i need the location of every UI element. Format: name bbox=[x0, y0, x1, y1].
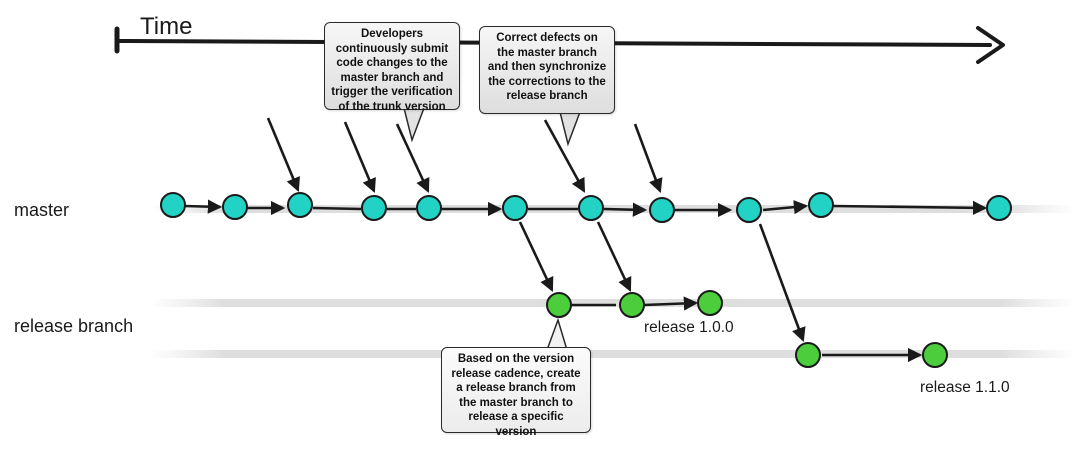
master-commit bbox=[502, 195, 528, 221]
master-commit bbox=[986, 195, 1012, 221]
release-lane-band-1 bbox=[150, 299, 1075, 307]
master-commits bbox=[160, 192, 1012, 223]
master-commit bbox=[160, 192, 186, 218]
release-1-1-0-label: release 1.1.0 bbox=[920, 379, 1010, 396]
master-commit bbox=[287, 192, 313, 218]
release-1-0-0-label: release 1.0.0 bbox=[644, 319, 734, 336]
time-label: Time bbox=[140, 13, 192, 40]
callout-developers: Developers continuously submit code chan… bbox=[324, 22, 460, 113]
release-connections bbox=[572, 296, 923, 363]
callout-defects: Correct defects on the master branch and… bbox=[479, 26, 615, 114]
callout-release-cadence: Based on the version release cadence, cr… bbox=[441, 347, 591, 438]
release-lane-label: release branch bbox=[14, 316, 133, 336]
release-commit bbox=[546, 292, 572, 318]
master-commit bbox=[578, 195, 604, 221]
release-lane-band-2 bbox=[150, 350, 1075, 358]
master-commit bbox=[736, 197, 762, 223]
branch-diagonals bbox=[518, 221, 806, 343]
master-commit bbox=[808, 192, 834, 218]
release-commits bbox=[546, 290, 948, 368]
release-commit bbox=[922, 342, 948, 368]
master-connections bbox=[184, 199, 988, 218]
master-lane-label: master bbox=[14, 200, 69, 220]
master-commit bbox=[222, 194, 248, 220]
release-commit bbox=[795, 342, 821, 368]
master-commit bbox=[649, 197, 675, 223]
commit-arrows bbox=[266, 117, 663, 194]
release-commit bbox=[619, 292, 645, 318]
master-commit bbox=[416, 195, 442, 221]
master-commit bbox=[361, 195, 387, 221]
release-commit bbox=[697, 290, 723, 316]
